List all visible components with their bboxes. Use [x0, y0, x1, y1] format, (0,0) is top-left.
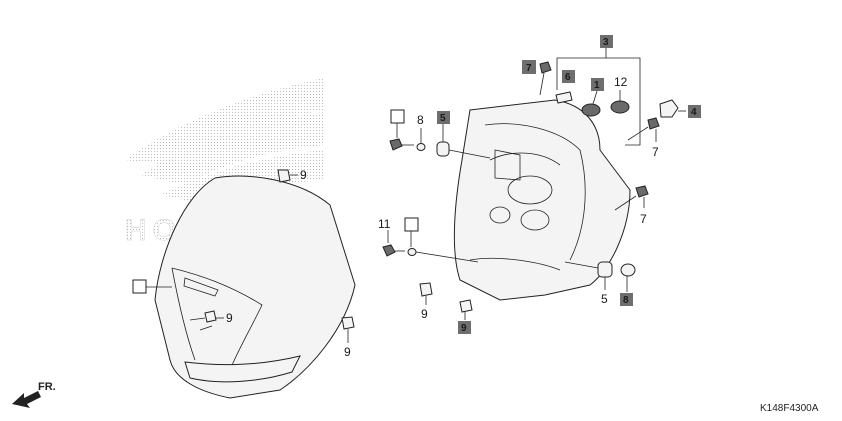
callout-box-8	[620, 293, 633, 306]
screw-top-left: 8	[389, 109, 426, 151]
meter-housing	[453, 99, 631, 301]
callout-box-9	[458, 321, 471, 334]
direction-label: FR.	[38, 381, 56, 393]
grommet-1: 1	[581, 78, 604, 117]
callout-11: 11	[378, 217, 391, 231]
clip-9-mid: 9	[204, 310, 233, 325]
front-direction-arrow: FR.	[12, 381, 56, 408]
callout-9-top: 9	[300, 168, 307, 182]
callout-box-5-top	[437, 111, 450, 124]
diagram-code: K148F4300A	[760, 403, 819, 414]
callout-12: 12	[614, 75, 628, 89]
ref-box-empty-left	[132, 279, 147, 294]
callout-box-3	[600, 35, 613, 48]
nut-4: 4	[659, 99, 701, 118]
callout-9-box: 9	[461, 323, 467, 334]
callout-4: 4	[691, 107, 697, 118]
callout-6: 6	[565, 72, 571, 83]
callout-9-housing: 9	[421, 307, 428, 321]
screw-11: 11	[378, 217, 479, 263]
pad-6: 6	[555, 70, 575, 104]
bolt-7-top: 7	[522, 60, 552, 96]
callout-box-6	[562, 70, 575, 83]
clip-9-housing: 9	[419, 282, 433, 321]
clip-9-boxed: 9	[458, 299, 473, 334]
callout-7-box: 7	[526, 63, 532, 74]
callout-9-mid: 9	[226, 311, 233, 325]
callout-5-lower: 5	[601, 292, 608, 306]
callout-5-box: 5	[440, 113, 446, 124]
bolt-7-right-upper: 7	[627, 117, 660, 159]
ref-box-empty-11	[404, 217, 419, 232]
front-cowl-windscreen	[154, 175, 356, 399]
grommet-5-lower: 5	[564, 261, 613, 306]
ref-box-empty-top	[390, 109, 405, 124]
callout-7-upper: 7	[652, 145, 659, 159]
callout-9-right-cowl: 9	[344, 345, 351, 359]
callout-box-1	[591, 78, 604, 91]
callout-box-7	[522, 60, 536, 74]
clip-9-top: 9	[277, 168, 307, 183]
cap-8: 8	[620, 263, 636, 306]
callout-8-box: 8	[623, 295, 629, 306]
bolt-7-right-lower: 7	[614, 185, 649, 226]
callout-7-lower: 7	[640, 212, 647, 226]
grommet-12: 12	[610, 75, 630, 114]
callout-3: 3	[603, 37, 609, 48]
grommet-5-top: 5	[436, 111, 491, 159]
assembly-group-3: 3	[556, 35, 641, 146]
clip-9-right-cowl: 9	[341, 316, 355, 359]
callout-8: 8	[417, 113, 424, 127]
callout-1: 1	[594, 80, 600, 91]
callout-box-4	[688, 105, 701, 118]
